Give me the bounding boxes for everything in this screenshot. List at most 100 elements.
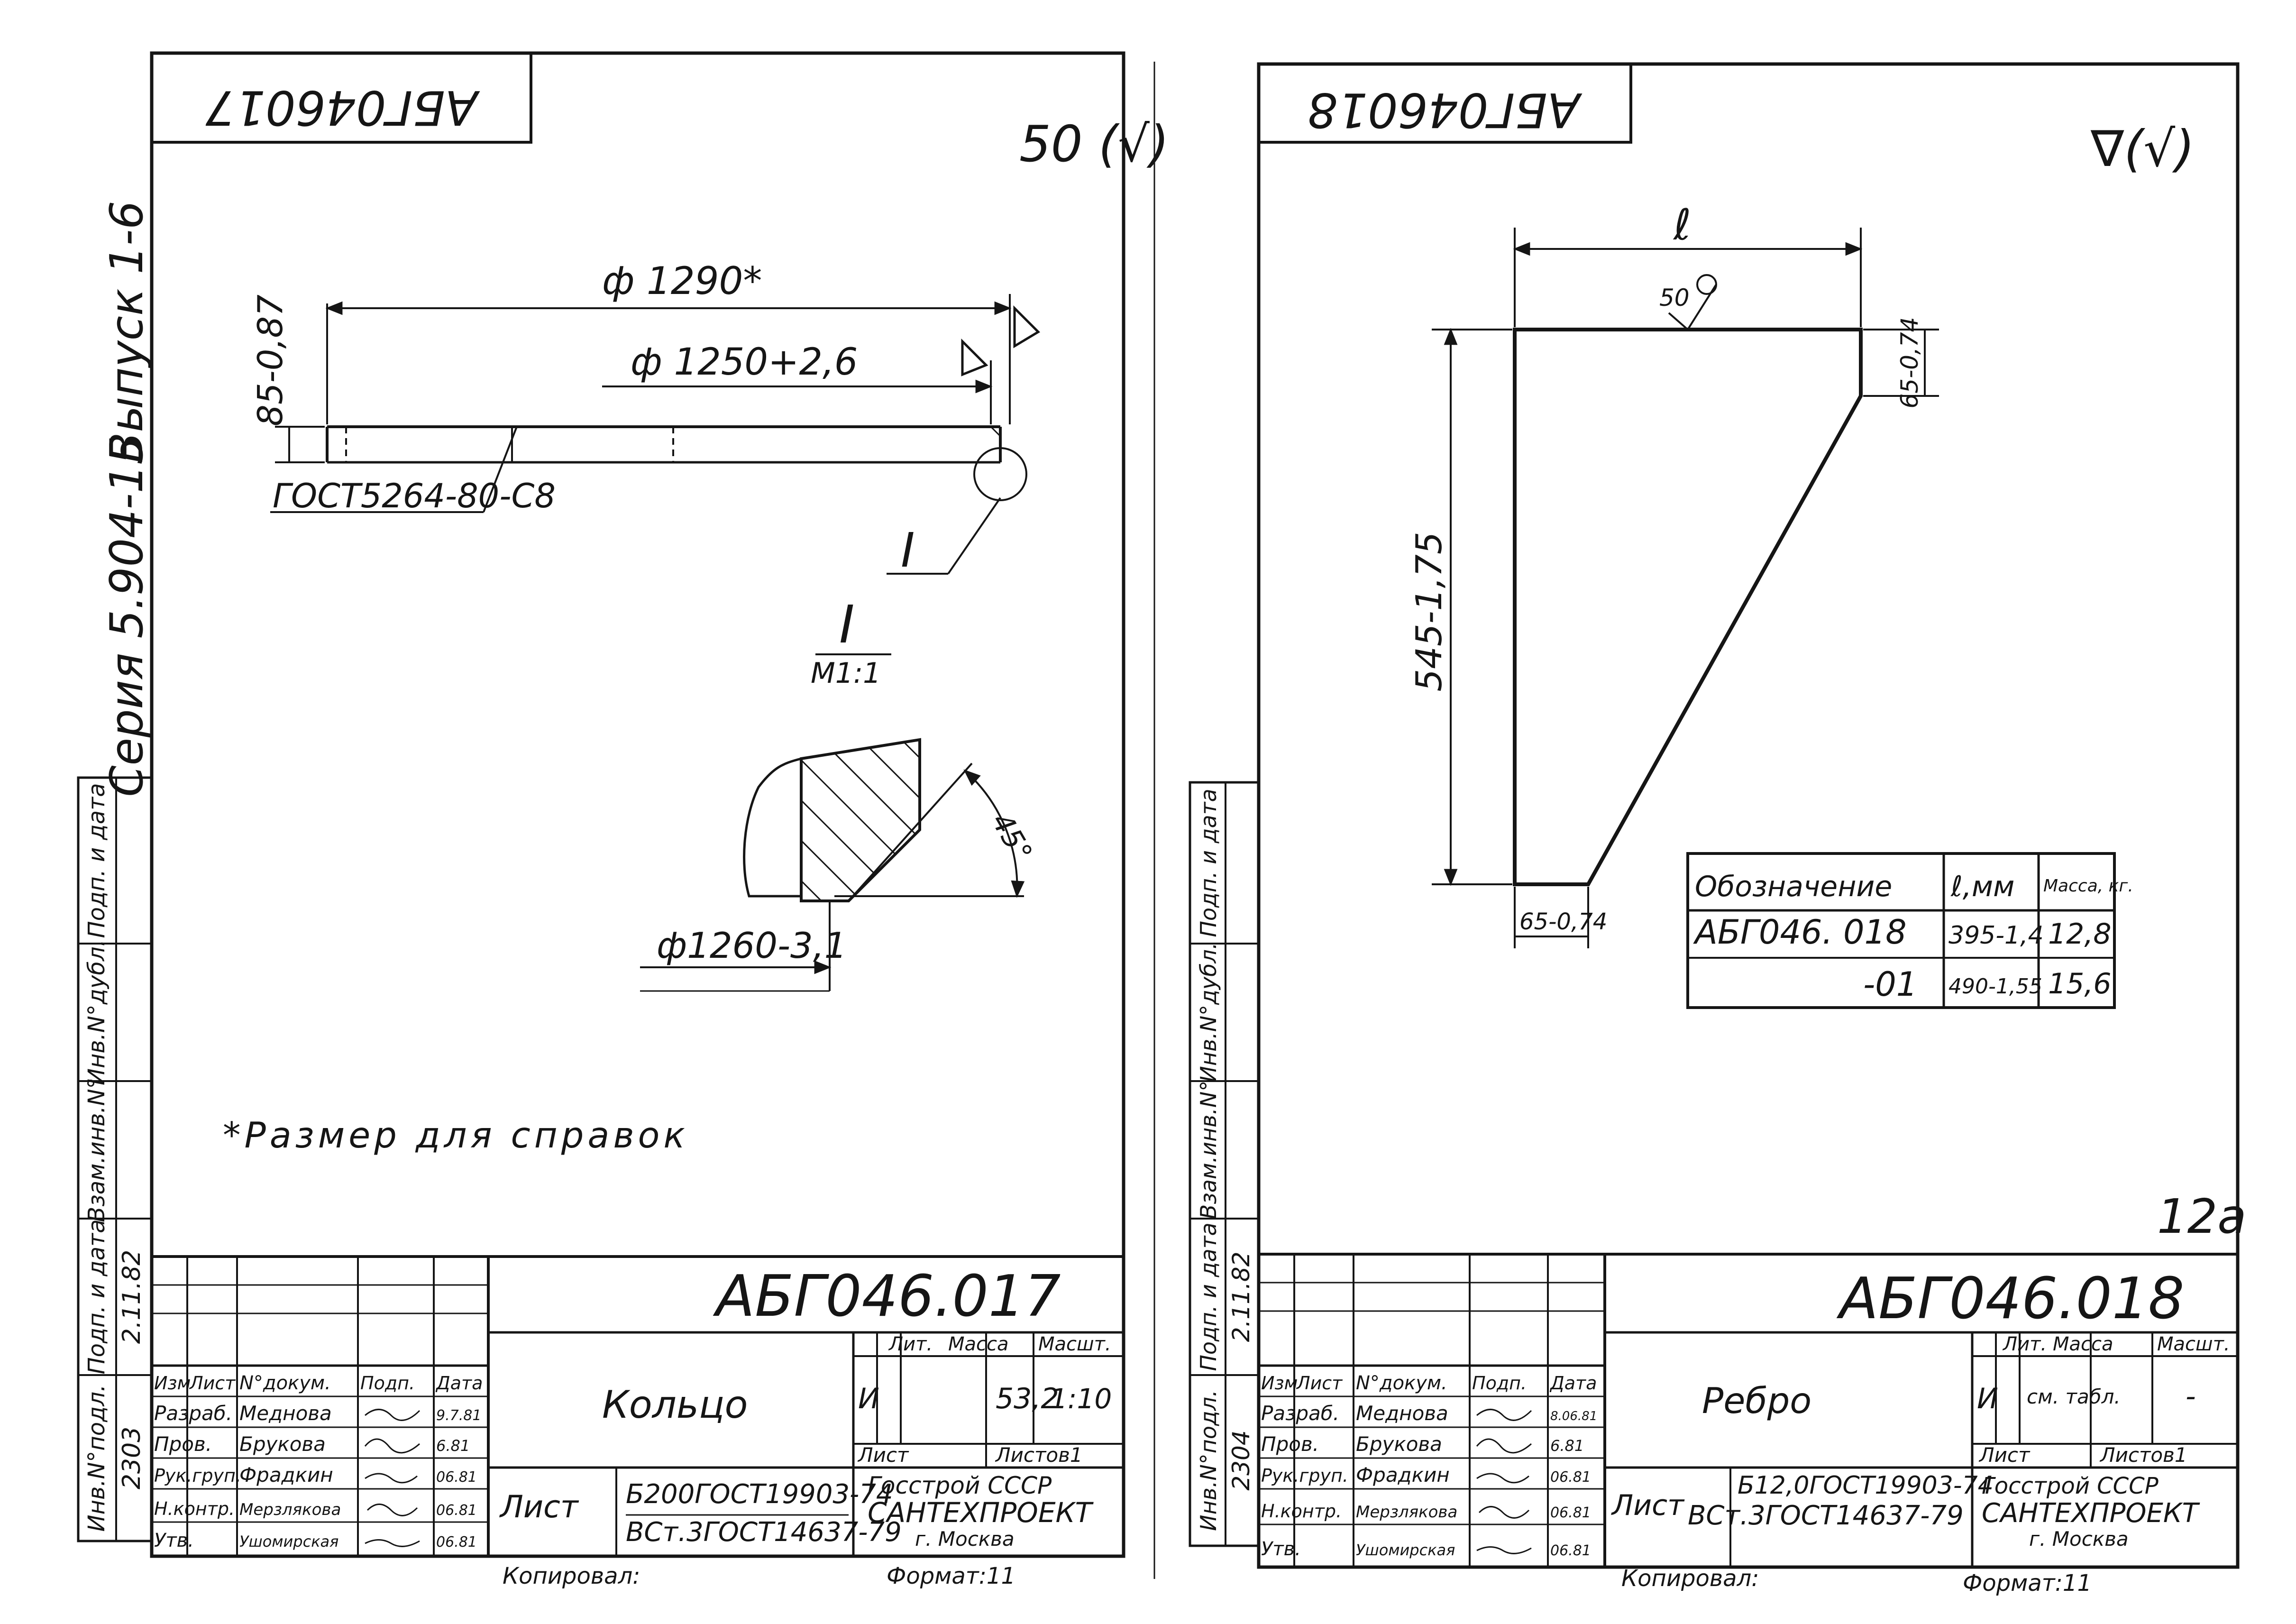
right-surface-mark: ∇(√) [2090, 120, 2195, 178]
angle-dim: 45° [985, 807, 1039, 868]
svg-text:Разраб.: Разраб. [154, 1402, 232, 1425]
left-side-strip: Подп. и дата Инв.N°дубл. Взам.инв.N° Под… [77, 776, 153, 1542]
series-label: Серия 5.904-15 [101, 436, 153, 797]
svg-text:2.11.82: 2.11.82 [118, 1250, 146, 1344]
svg-text:Инв.N°подл.: Инв.N°подл. [83, 1385, 110, 1532]
page-number: 12а [2157, 1189, 2247, 1244]
svg-text:ВСт.3ГОСТ14637-79: ВСт.3ГОСТ14637-79 [1688, 1500, 1964, 1531]
svg-text:г. Москва: г. Москва [2029, 1527, 2129, 1551]
right-sheet: АБГ046018 ∇(√) ℓ 50 65-0,74 545-1,75 [1189, 62, 2247, 1596]
ring-elevation: ф 1290* ф 1250+2,6 85-0,87 ГОСТ5264-80-С… [250, 259, 1041, 578]
svg-text:Инв.N°подл.: Инв.N°подл. [1196, 1390, 1221, 1531]
table-row-0-designation: АБГ046. 018 [1693, 913, 1907, 952]
height-dim-rib: 545-1,75 [1408, 532, 1450, 691]
table-header-mass: Масса, кг. [2043, 876, 2133, 896]
svg-text:Лист: Лист [189, 1373, 236, 1394]
right-corner-code-box: АБГ046018 [1259, 64, 1632, 144]
table-row-1-mass: 15,6 [2048, 967, 2112, 1000]
svg-text:Масшт.: Масшт. [2157, 1333, 2230, 1355]
detail-section: I М1:1 45° ф1260-3,1 [640, 594, 1039, 992]
svg-text:г. Москва: г. Москва [915, 1527, 1015, 1551]
svg-text:8.06.81: 8.06.81 [1550, 1409, 1597, 1423]
table-row-1-length: 490-1,55 [1948, 974, 2042, 999]
table-row-0-length: 395-1,4 [1948, 921, 2044, 950]
svg-text:Фрадкин: Фрадкин [1356, 1463, 1450, 1486]
left-sheet: АБГ046017 50 (√) Серия 5.904-15 Выпуск 1… [77, 51, 1169, 1589]
svg-text:Мерзлякова: Мерзлякова [239, 1500, 341, 1519]
svg-text:Рук.груп.: Рук.груп. [154, 1465, 241, 1486]
svg-text:Лист: Лист [857, 1443, 909, 1467]
svg-text:Брукова: Брукова [239, 1432, 326, 1456]
svg-text:Б200ГОСТ19903-74: Б200ГОСТ19903-74 [626, 1479, 893, 1510]
roughness-mark: 50 [1659, 284, 1690, 312]
left-part-name: Кольцо [602, 1383, 748, 1427]
svg-text:Лист: Лист [1978, 1443, 2031, 1467]
left-footer-copied: Копировал: [503, 1563, 640, 1589]
left-corner-code: АБГ046017 [205, 80, 480, 136]
svg-text:Н.контр.: Н.контр. [154, 1498, 235, 1519]
svg-text:Пров.: Пров. [154, 1432, 212, 1456]
svg-text:Меднова: Меднова [1356, 1402, 1448, 1425]
svg-text:06.81: 06.81 [436, 1502, 477, 1519]
right-footer-copied: Копировал: [1621, 1565, 1759, 1592]
detail-scale: М1:1 [811, 657, 881, 690]
svg-text:Изм: Изм [154, 1373, 191, 1394]
top-right-dim: 65-0,74 [1896, 317, 1923, 409]
svg-text:Подп. и дата: Подп. и дата [1196, 1222, 1221, 1371]
svg-text:2303: 2303 [118, 1427, 146, 1489]
svg-text:Брукова: Брукова [1356, 1432, 1442, 1456]
svg-text:N°докум.: N°докум. [1356, 1372, 1447, 1394]
detail-diameter-dim: ф1260-3,1 [657, 925, 847, 966]
svg-text:САНТЕХПРОЕКТ: САНТЕХПРОЕКТ [868, 1496, 1094, 1529]
svg-text:Подп. и дата: Подп. и дата [83, 783, 110, 938]
issue-label: Выпуск 1-6 [101, 201, 153, 463]
svg-text:Взам.инв.N°: Взам.инв.N° [83, 1077, 110, 1222]
rib-drawing: ℓ 50 65-0,74 545-1,75 65-0,74 [1408, 200, 1939, 948]
svg-text:Утв.: Утв. [154, 1530, 194, 1551]
svg-text:Пров.: Пров. [1261, 1432, 1319, 1456]
right-part-name: Ребро [1702, 1380, 1811, 1422]
svg-text:Взам.инв.N°: Взам.инв.N° [1196, 1081, 1221, 1220]
svg-text:Фрадкин: Фрадкин [239, 1463, 333, 1486]
outer-diameter-dim: ф 1290* [602, 259, 762, 303]
svg-text:06.81: 06.81 [1550, 1542, 1591, 1559]
svg-text:Подп.: Подп. [1472, 1373, 1527, 1394]
length-dim: ℓ [1673, 200, 1691, 250]
svg-text:Инв.N°дубл.: Инв.N°дубл. [83, 939, 110, 1085]
table-row-0-mass: 12,8 [2048, 918, 2112, 951]
svg-text:Ушомирская: Ушомирская [239, 1532, 338, 1551]
svg-text:N°докум.: N°докум. [239, 1372, 331, 1394]
weld-standard-label: ГОСТ5264-80-С8 [273, 477, 556, 515]
table-row-1-designation: -01 [1863, 965, 1917, 1004]
bottom-left-dim: 65-0,74 [1519, 908, 1607, 935]
table-header-length: ℓ,мм [1950, 870, 2014, 903]
svg-text:И: И [1977, 1382, 1998, 1415]
left-doc-number: АБГ046.017 [713, 1264, 1061, 1330]
svg-text:2304: 2304 [1227, 1430, 1255, 1490]
reference-note: *Размер для справок [223, 1114, 689, 1156]
detail-callout: I [901, 523, 915, 578]
right-title-block: Изм Лист N°докум. Подп. Дата Разраб. Мед… [1259, 1253, 2238, 1567]
svg-text:Меднова: Меднова [239, 1402, 332, 1425]
svg-text:2.11.82: 2.11.82 [1227, 1252, 1255, 1342]
right-doc-number: АБГ046.018 [1836, 1266, 2185, 1332]
svg-text:Листов1: Листов1 [995, 1443, 1083, 1467]
svg-text:Утв.: Утв. [1261, 1538, 1301, 1560]
svg-text:Госстрой СССР: Госстрой СССР [1982, 1473, 2159, 1499]
svg-text:Разраб.: Разраб. [1261, 1402, 1339, 1425]
detail-title: I [839, 594, 854, 655]
svg-text:И: И [858, 1382, 879, 1415]
svg-text:9.7.81: 9.7.81 [436, 1407, 481, 1424]
svg-text:Подп. и дата: Подп. и дата [83, 1220, 110, 1375]
svg-text:Ушомирская: Ушомирская [1356, 1541, 1455, 1559]
left-title-block: Изм Лист N°докум. Подп. Дата Разраб. Мед… [152, 1255, 1124, 1556]
svg-text:Лит.: Лит. [2002, 1333, 2047, 1355]
svg-text:Н.контр.: Н.контр. [1261, 1501, 1342, 1522]
table-header-designation: Обозначение [1695, 870, 1892, 903]
svg-text:Масшт.: Масшт. [1038, 1333, 1111, 1355]
svg-text:Масса: Масса [2053, 1333, 2113, 1355]
svg-text:6.81: 6.81 [436, 1437, 470, 1455]
right-side-strip: Подп. и дата Инв.N°дубл. Взам.инв.N° Под… [1189, 781, 1260, 1547]
svg-text:1:10: 1:10 [1050, 1383, 1112, 1415]
